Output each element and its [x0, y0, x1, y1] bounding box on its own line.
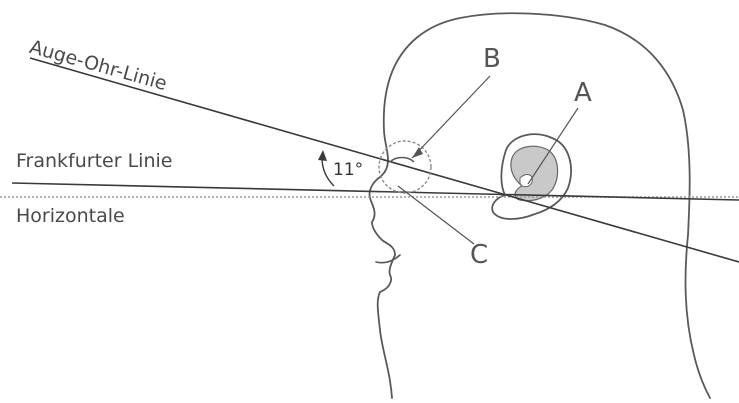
point-b-label: B: [483, 44, 501, 74]
angle-label: 11°: [333, 160, 363, 180]
point-a-label: A: [574, 78, 592, 108]
point-c-label: C: [470, 240, 488, 270]
angle-arrowhead-icon: [318, 150, 327, 161]
eye-mark: [390, 158, 414, 163]
horizontale-label: Horizontale: [16, 205, 125, 227]
leader-line-b: [412, 76, 490, 158]
mouth-line: [376, 255, 400, 263]
frankfurter-linie-label: Frankfurter Linie: [16, 150, 172, 172]
leader-line-c: [398, 186, 474, 244]
